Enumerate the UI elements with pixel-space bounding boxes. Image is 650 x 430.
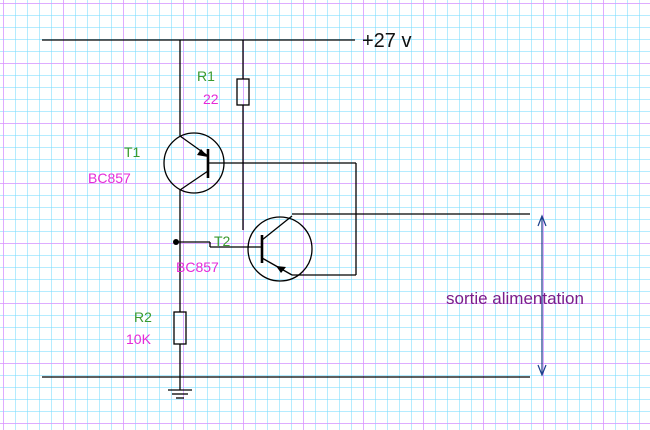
t2-ref-label: T2 — [214, 233, 231, 249]
output-voltage-arrow — [537, 214, 547, 377]
t2-value-label: BC857 — [176, 259, 219, 275]
r2-value-label: 10K — [126, 331, 152, 347]
ground-symbol — [168, 389, 192, 399]
r2-ref-label: R2 — [134, 309, 152, 325]
t2-transistor — [242, 215, 313, 282]
output-label: sortie alimentation — [446, 289, 584, 308]
r1-resistor — [236, 78, 250, 106]
r2-resistor — [173, 311, 187, 345]
t2-arrow — [276, 266, 286, 273]
t1-value-label: BC857 — [88, 170, 131, 186]
t1-collector-leg — [179, 170, 209, 191]
r1-ref-label: R1 — [197, 68, 215, 84]
r1-value-label: 22 — [203, 91, 219, 107]
supply-label: +27 v — [362, 30, 411, 52]
t1-emitter-arrow — [197, 149, 208, 157]
t1-ref-label: T1 — [124, 144, 141, 160]
t2-emitter-leg — [261, 215, 293, 241]
